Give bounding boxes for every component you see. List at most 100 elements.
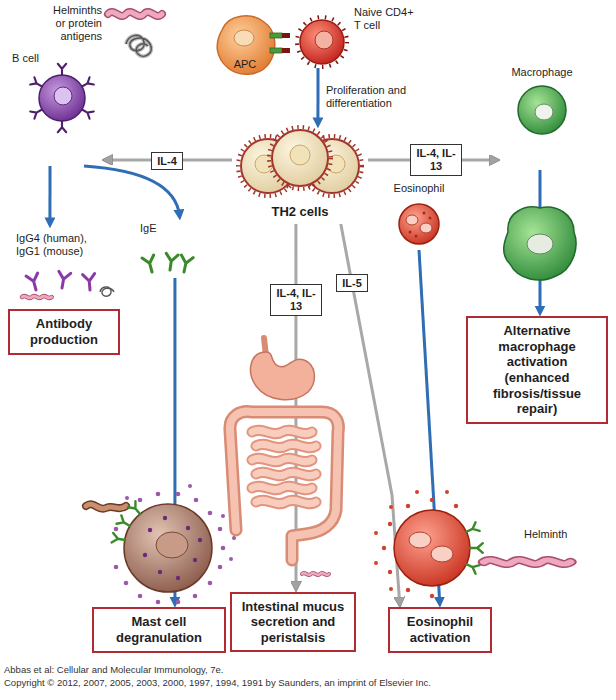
edge-label-holder: IL-4, IL-13 — [270, 284, 322, 315]
cytokine-label: IL-4, IL-13 — [410, 144, 462, 175]
igg-antibody-drawing-part — [56, 271, 71, 289]
eosinophil-drawing-part-part — [423, 212, 426, 215]
outcome-box: Mast cell degranulation — [92, 607, 226, 652]
mast-cell-drawing-part-part — [158, 570, 162, 574]
cell-label: APC — [214, 58, 276, 71]
edge-label-holder: IL-4 — [151, 151, 183, 171]
mast-cell-drawing-part — [117, 515, 133, 530]
activated-eosinophil-drawing-part-part — [382, 546, 386, 550]
intestine-drawing-part — [302, 573, 329, 575]
mast-cell-drawing-part-part — [208, 511, 213, 516]
igg-antibody-drawing — [22, 271, 114, 298]
apc-drawing-part — [234, 30, 254, 46]
igg-antibody-drawing-part — [100, 287, 114, 296]
mast-cell-drawing-part — [86, 504, 126, 509]
cell-label: IgG4 (human), IgG1 (mouse) — [16, 232, 96, 258]
activated-macrophage-drawing-part — [527, 234, 553, 254]
mast-cell-drawing-part-part — [124, 581, 129, 586]
intestine-drawing — [230, 338, 338, 575]
outcome-box: Eosinophil activation — [388, 607, 492, 652]
mast-cell-drawing-part-part — [194, 498, 199, 503]
activated-eosinophil-drawing-part — [464, 522, 480, 536]
ige-antibody-drawing — [142, 253, 193, 273]
mast-cell-drawing-part-part — [114, 565, 119, 570]
activated-eosinophil-drawing-part-part — [406, 588, 410, 592]
mast-cell-drawing-part-part — [125, 496, 129, 500]
cytokine-label: IL-5 — [336, 274, 368, 293]
activated-eosinophil-drawing-part — [409, 532, 431, 548]
protein-antigen-drawing-part — [126, 35, 151, 56]
b-cell-drawing-part — [54, 87, 72, 105]
activated-eosinophil-drawing-part — [394, 510, 470, 586]
eosinophil-cell: Eosinophil — [388, 182, 450, 250]
intestine-drawing-part — [252, 430, 316, 503]
th2-cells-drawing-part — [269, 127, 331, 189]
activated-eosinophil-drawing-part — [431, 546, 453, 562]
ige-antibody-drawing-part — [142, 255, 158, 274]
outcome-text: Mast cell degranulation — [99, 614, 219, 645]
outcome-box: Alternative macrophage activation (enhan… — [466, 316, 608, 424]
mast-cell-drawing-part-part — [176, 600, 181, 605]
mast-cell-drawing-part-part — [198, 538, 202, 542]
eosinophil-drawing — [399, 204, 439, 244]
activated-macrophage-drawing-part — [504, 207, 576, 280]
activated-eosinophil-drawing-part — [464, 560, 480, 574]
activated-eosinophil-drawing-part-part — [389, 587, 393, 591]
naive-t-cell-drawing-part — [300, 20, 344, 64]
cytokine-label: IL-4, IL-13 — [270, 284, 322, 315]
antigen-label: Helminths or protein antigens — [46, 4, 102, 44]
mast-cell-drawing-part — [124, 504, 212, 592]
macrophage-drawing — [518, 86, 566, 134]
mast-cell-drawing-part-part — [186, 526, 190, 530]
outcome-text: Alternative macrophage activation (enhan… — [473, 323, 601, 417]
igg-antibody-drawing-part — [26, 273, 42, 292]
outcome-text: Eosinophil activation — [395, 614, 485, 645]
macrophage-drawing-part — [518, 86, 566, 134]
protein-antigen-drawing — [126, 35, 151, 56]
mast-cell-drawing-part-part — [221, 514, 225, 518]
igg-antibody-drawing-part — [22, 296, 52, 298]
copyright-line-holder: Copyright © 2012, 2007, 2005, 2003, 2000… — [4, 677, 612, 688]
mast-cell-drawing-part-part — [163, 516, 167, 520]
activated-eosinophil-drawing-part-part — [389, 505, 393, 509]
naive-t-cell-drawing-part — [297, 17, 347, 67]
naive-t-cell-drawing — [297, 17, 347, 67]
activated-eosinophil-drawing-part-part — [388, 570, 392, 574]
cell-label: Naive CD4+ T cell — [354, 6, 418, 32]
mast-cell-drawing-part — [114, 484, 236, 604]
outcome-text: Antibody production — [15, 316, 113, 347]
outcome-box: Intestinal mucus secretion and peristals… — [230, 592, 356, 653]
mast-cell-drawing-part-part — [176, 492, 181, 497]
cytokine-label: IL-4 — [151, 152, 183, 171]
intestine-drawing-part — [230, 412, 338, 560]
eosinophil-drawing-part — [406, 215, 418, 225]
credit-line: Abbas et al: Cellular and Molecular Immu… — [4, 664, 604, 675]
naive-t-cell-drawing-part — [315, 31, 333, 49]
apc-drawing-part — [282, 48, 290, 53]
pathway-arrow — [316, 68, 319, 124]
mast-cell-drawing-part-part — [193, 558, 197, 562]
outcome-text: Intestinal mucus secretion and peristals… — [237, 599, 349, 646]
mast-cell-drawing-part-part — [156, 600, 161, 605]
cell-label: IgE — [140, 222, 170, 235]
mast-cell-drawing-part-part — [156, 492, 161, 497]
mast-cell-drawing-part-part — [229, 557, 233, 561]
th2-cells-drawing-part — [290, 145, 310, 165]
intestine-drawing-part — [230, 412, 338, 560]
mast-cell-drawing-part-part — [138, 594, 143, 599]
mast-cell-drawing-part — [143, 516, 202, 580]
credit-line-holder: Abbas et al: Cellular and Molecular Immu… — [4, 664, 604, 675]
mast-cell-drawing-part-part — [218, 527, 223, 532]
mast-cell-drawing-part — [156, 532, 188, 558]
cell-label: Eosinophil — [388, 182, 450, 195]
mast-cell-drawing-part — [128, 501, 144, 517]
activated-eosinophil-drawing-part-part — [454, 504, 458, 508]
mast-cell-drawing-part-part — [114, 527, 119, 532]
activated-eosinophil-drawing-part-part — [388, 522, 392, 526]
b-cell-drawing-part — [39, 75, 85, 121]
cell-label: TH2 cells — [232, 204, 368, 220]
mast-cell-drawing-part-part — [138, 498, 143, 503]
activated-eosinophil-drawing-part — [470, 543, 483, 553]
edge-label-holder: IL-5 — [336, 273, 368, 293]
